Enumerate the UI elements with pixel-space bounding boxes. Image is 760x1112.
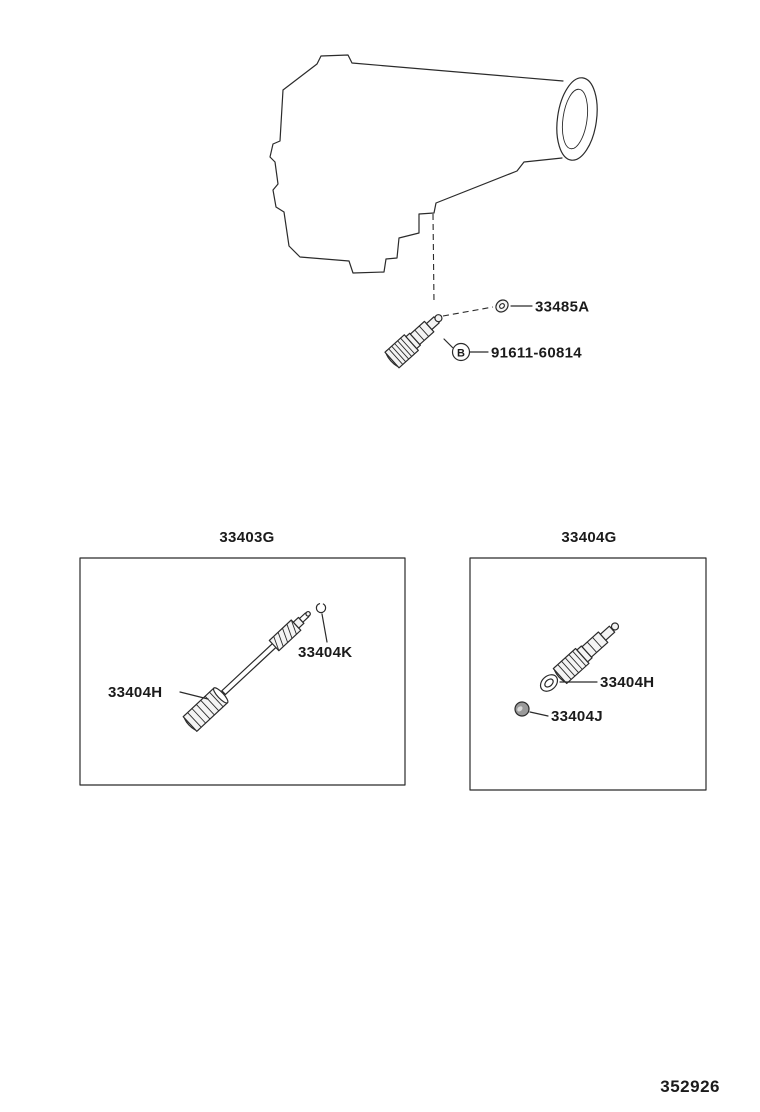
gear-shaft: [221, 642, 278, 696]
speed-sensor: [384, 314, 443, 369]
housing-rim-inner-ellipse: [561, 88, 589, 150]
sleeve-open-end: [212, 687, 229, 704]
sleeve-rib: [209, 691, 224, 708]
plug-highlight: [517, 706, 523, 712]
label-33404j: 33404J: [551, 708, 603, 725]
housing-outline: [269, 54, 564, 274]
leader-b-to-sensor: [443, 338, 454, 349]
gear-hatch: [286, 623, 293, 639]
clip-hole: [499, 303, 505, 309]
sleeve-rib: [191, 708, 206, 724]
plug: [514, 701, 530, 717]
right-sensor-rib: [572, 650, 587, 667]
sensor-rib: [391, 345, 407, 363]
marker-b-letter: B: [457, 348, 465, 360]
kit-box-33403g: [79, 557, 406, 786]
dashed-leader-sensor-to-clip: [442, 306, 494, 317]
sensor-rib: [418, 325, 429, 337]
clip-part-33485a: [495, 299, 509, 313]
leader-snap-ring: [321, 613, 328, 643]
label-91611-60814: 91611-60814: [491, 345, 582, 362]
sensor-rib: [400, 337, 415, 355]
transmission-housing: [269, 54, 598, 274]
page-number: 352926: [660, 1077, 720, 1096]
box-title-33403g: 33403G: [219, 529, 274, 546]
dashed-leader-housing-to-sensor: [432, 213, 435, 304]
sleeve-rib: [200, 700, 215, 716]
leader-left-sleeve: [179, 691, 209, 700]
leader-right-plug: [529, 711, 549, 717]
right-sensor-rib: [564, 657, 579, 674]
sensor-rib: [397, 340, 412, 357]
label-33404k: 33404K: [298, 644, 352, 661]
sensor-rib: [414, 329, 425, 341]
o-ring-inner: [544, 678, 554, 688]
box-title-33404g: 33404G: [561, 529, 616, 546]
right-sensor-rib: [561, 660, 576, 677]
sensor-rib: [394, 343, 410, 360]
gear-hatch: [290, 619, 297, 635]
label-right-33404h: 33404H: [600, 674, 654, 691]
snap-ring-33404k: [315, 602, 327, 614]
right-sensor-rib: [557, 664, 572, 680]
sensor-tip: [434, 314, 443, 323]
housing-rim-outer-ellipse: [556, 77, 598, 161]
right-sensor: [552, 622, 620, 685]
right-sensor-rib: [586, 641, 597, 653]
gear-hatch: [277, 632, 284, 647]
right-sensor-rib: [592, 637, 603, 649]
right-sensor-tip: [610, 622, 620, 631]
sensor-rib: [388, 348, 404, 365]
gear-hatch: [282, 628, 289, 643]
label-33485a: 33485A: [535, 299, 589, 316]
kit-box-33404g: [469, 557, 707, 791]
driven-gear-assembly: [182, 611, 311, 732]
sleeve-rib: [196, 704, 211, 720]
o-ring: [539, 674, 559, 692]
sleeve-rib: [187, 712, 202, 728]
gear-hatch: [273, 636, 280, 651]
shaft-tip-end: [305, 611, 311, 617]
right-sensor-rib: [568, 654, 583, 670]
label-left-33404h: 33404H: [108, 684, 162, 701]
